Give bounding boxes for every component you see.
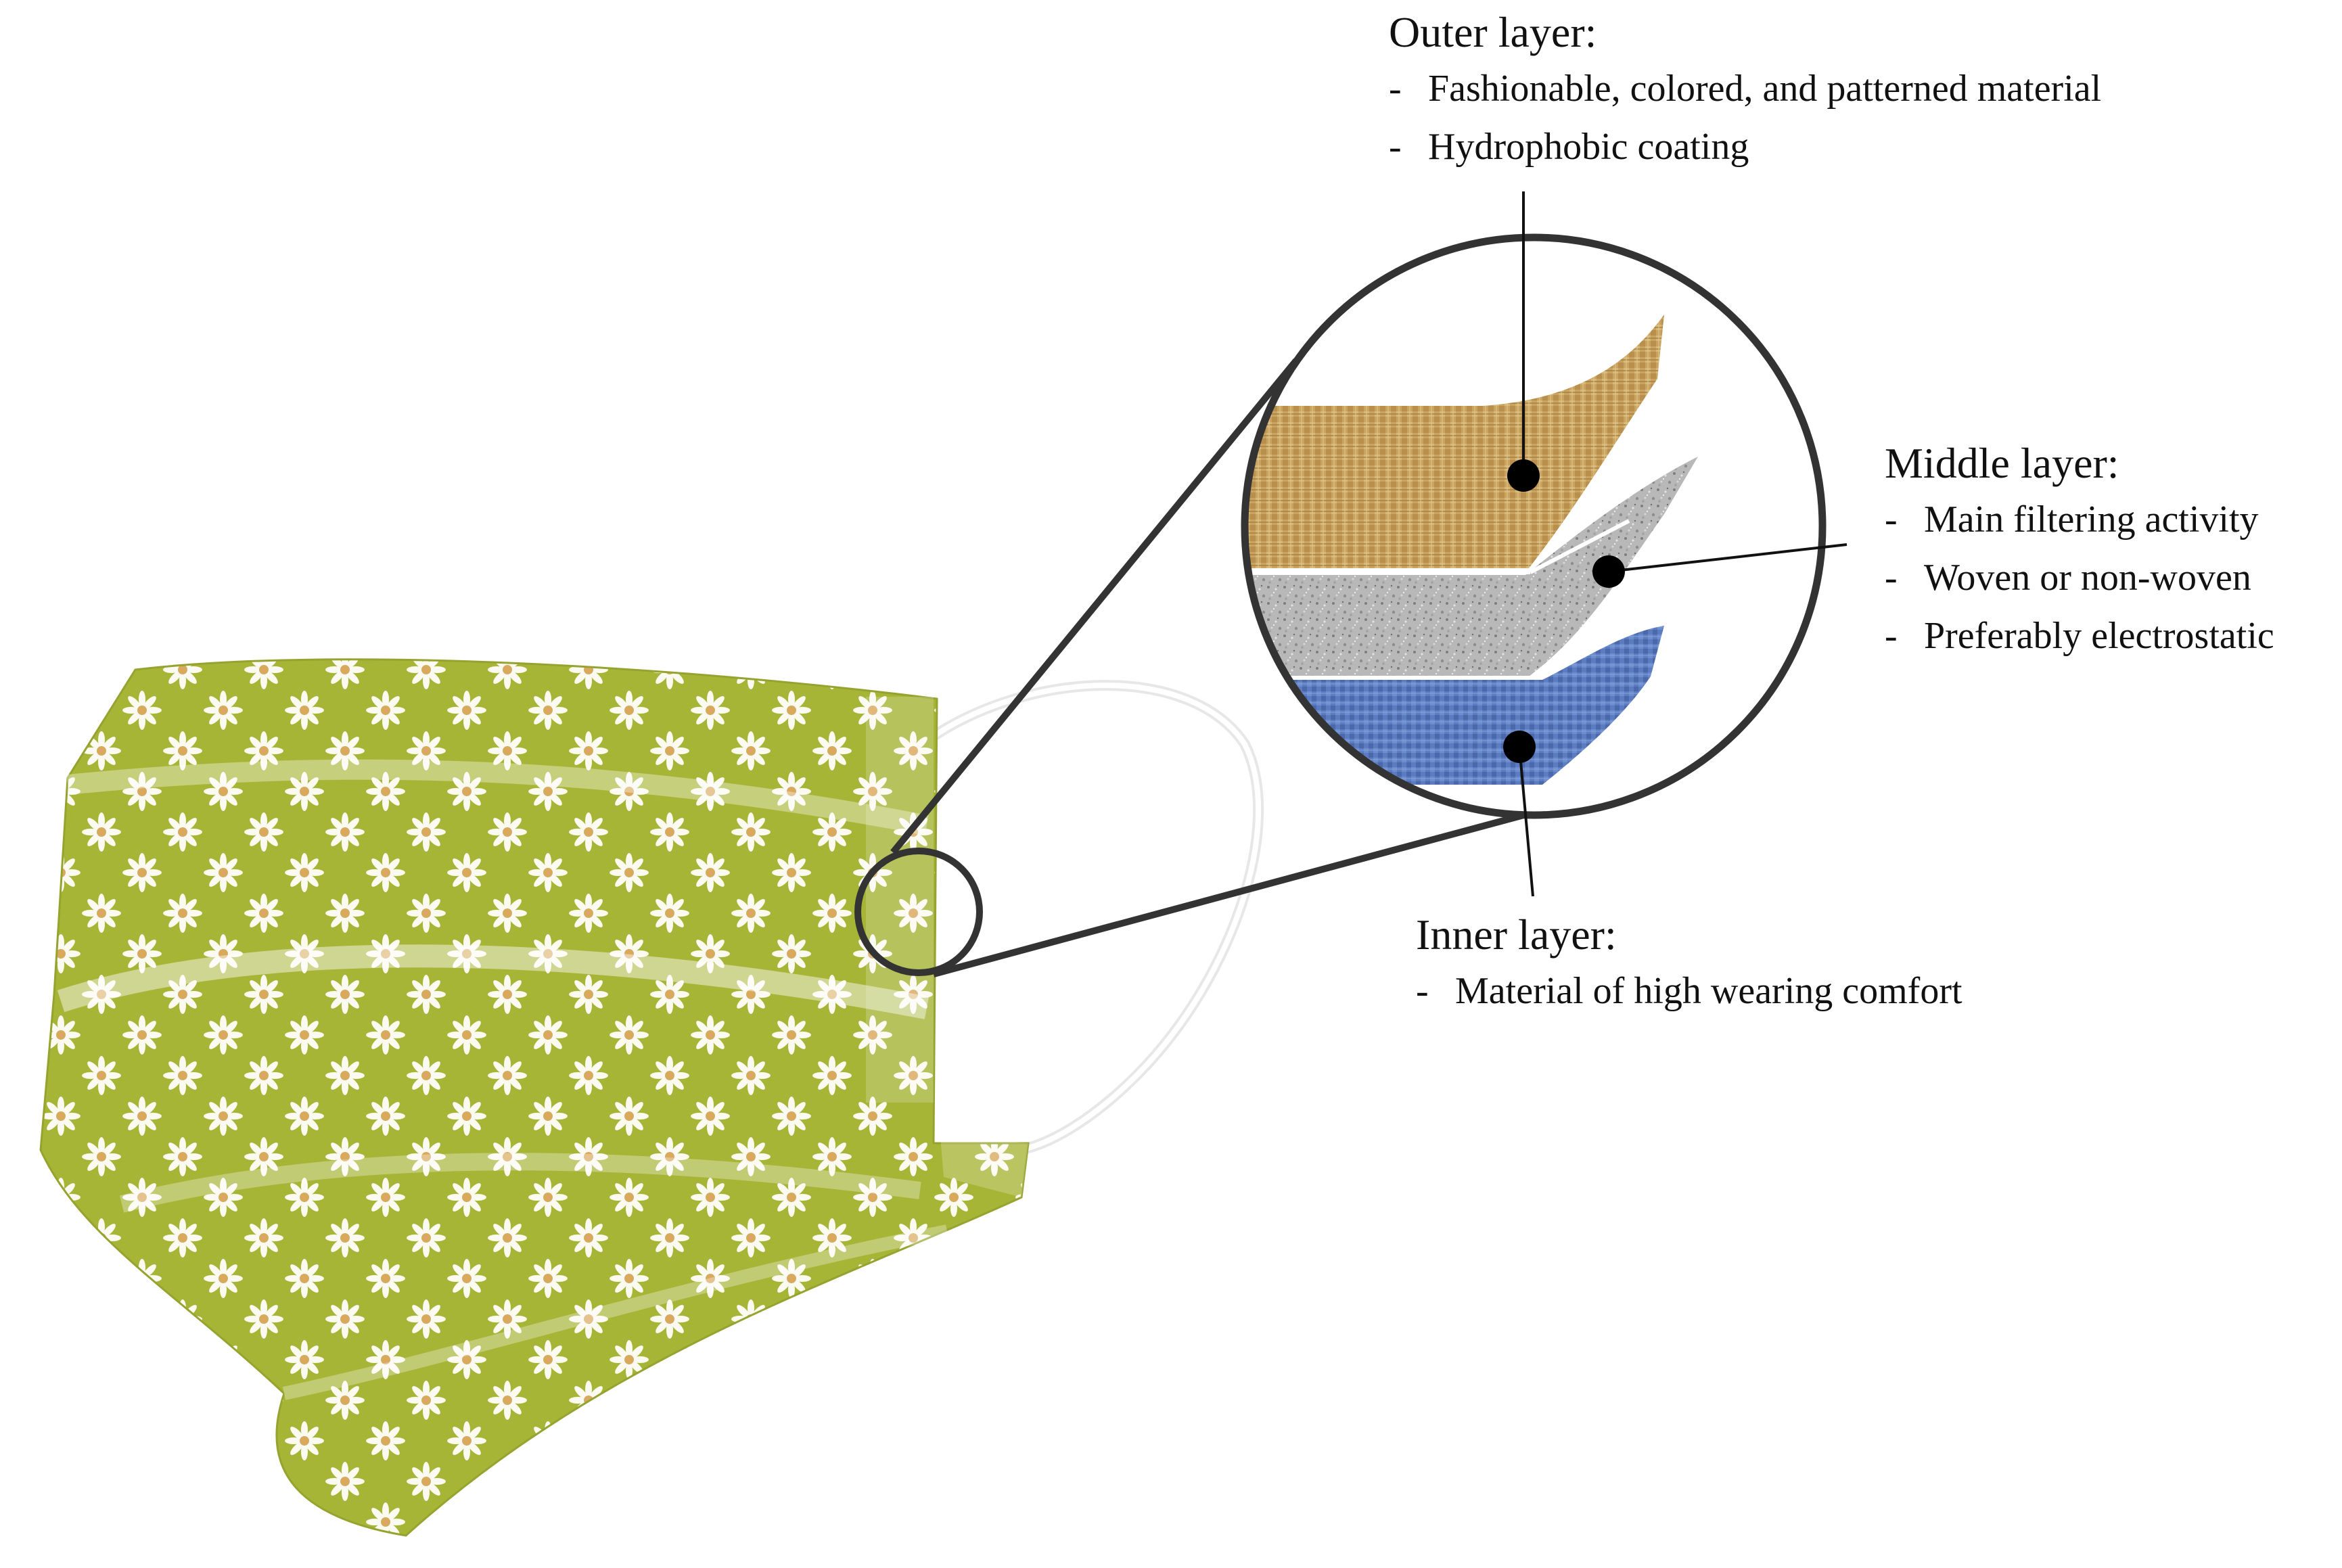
- middle-layer-item: -Preferably electrostatic: [1885, 615, 2274, 657]
- middle-layer-item: -Main filtering activity: [1885, 499, 2259, 540]
- inner-leader-line: [1518, 746, 1534, 897]
- middle-layer-item: -Woven or non-woven: [1885, 557, 2251, 599]
- magnifier-circle: [1241, 233, 1827, 819]
- outer-layer-swatch: [1245, 315, 1664, 568]
- inner-layer-dot: [1503, 731, 1536, 763]
- middle-layer-label: Middle layer: -Main filtering activity -…: [1885, 436, 2274, 665]
- outer-layer-item: -Fashionable, colored, and patterned mat…: [1389, 68, 2102, 110]
- outer-layer-item: -Hydrophobic coating: [1389, 126, 1749, 168]
- middle-layer-title: Middle layer:: [1885, 439, 2119, 487]
- middle-layer-dot: [1592, 555, 1625, 588]
- mask-body: [39, 658, 1030, 1537]
- outer-layer-title: Outer layer:: [1389, 8, 1597, 56]
- inner-layer-title: Inner layer:: [1416, 910, 1617, 959]
- magnified-spot: [854, 848, 983, 976]
- inner-layer-item: -Material of high wearing comfort: [1416, 970, 1962, 1012]
- zoom-connector: [854, 358, 1598, 977]
- outer-layer-label: Outer layer: -Fashionable, colored, and …: [1389, 5, 2101, 176]
- leader-lines: [1518, 191, 1847, 897]
- outer-layer-dot: [1507, 459, 1540, 492]
- middle-leader-line: [1608, 543, 1847, 573]
- middle-layer-swatch: [1245, 457, 1698, 676]
- inner-layer-label: Inner layer: -Material of high wearing c…: [1416, 908, 1962, 1020]
